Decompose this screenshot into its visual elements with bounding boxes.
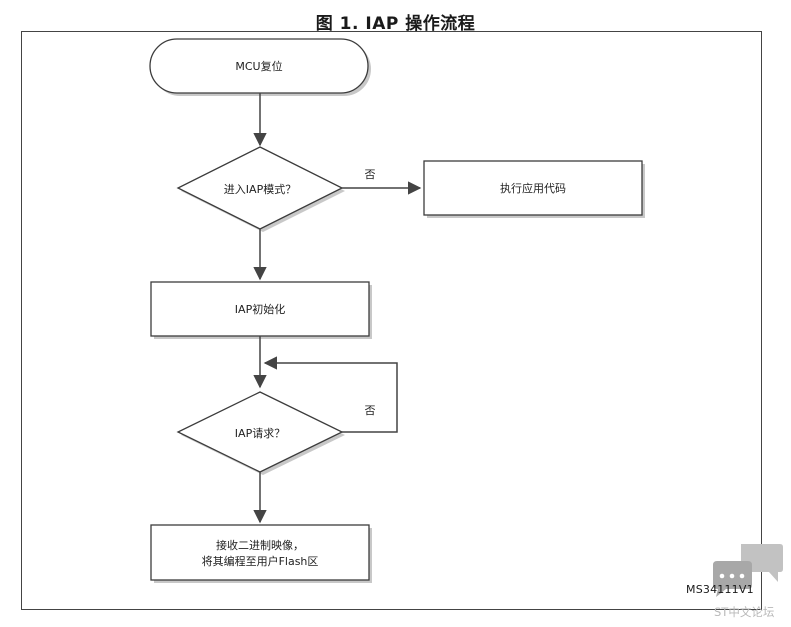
run-app-label: 执行应用代码 bbox=[500, 181, 566, 195]
decision-iap-request-node: IAP请求？ bbox=[176, 391, 345, 475]
figure-reference-code: MS34111V1 bbox=[686, 583, 754, 596]
chat-bubbles-icon bbox=[713, 544, 783, 597]
edge-label-no-1: 否 bbox=[365, 168, 376, 181]
run-app-node: 执行应用代码 bbox=[423, 160, 645, 218]
iap-init-node: IAP初始化 bbox=[150, 281, 372, 339]
start-terminal-label: MCU复位 bbox=[235, 59, 282, 73]
iap-init-label: IAP初始化 bbox=[235, 302, 285, 316]
decision-enter-iap-node: 进入IAP模式？ bbox=[176, 146, 345, 232]
decision-enter-iap-label: 进入IAP模式？ bbox=[224, 183, 296, 196]
diagram-frame bbox=[21, 31, 762, 610]
receive-program-node: 接收二进制映像， 将其编程至用户Flash区 bbox=[150, 524, 372, 583]
arrow-request-no-loop bbox=[263, 356, 398, 433]
watermark-text: ST中文论坛 bbox=[714, 605, 775, 619]
receive-program-label-line1: 接收二进制映像， bbox=[216, 538, 304, 552]
receive-program-label-line2: 将其编程至用户Flash区 bbox=[202, 554, 319, 568]
edge-label-no-2: 否 bbox=[365, 404, 376, 417]
decision-iap-request-label: IAP请求？ bbox=[235, 427, 285, 440]
start-terminal-node: MCU复位 bbox=[149, 38, 371, 96]
figure-title: 图 1. IAP 操作流程 bbox=[315, 14, 476, 34]
